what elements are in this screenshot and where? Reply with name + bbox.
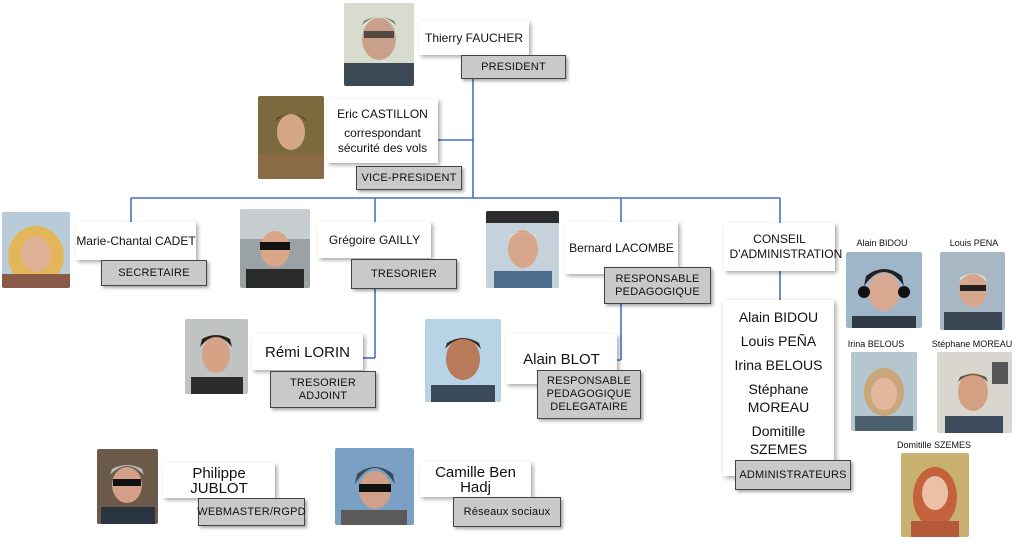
board-member: Stéphane MOREAU — [747, 381, 810, 415]
deputy-treasurer-role: TRESORIER ADJOINT — [290, 376, 356, 402]
webmaster-role: WEBMASTER/RGPD — [197, 505, 306, 518]
caption-stephane-moreau: Stéphane MOREAU — [931, 339, 1013, 349]
vice-president-note: correspondant sécurité des vols — [337, 125, 428, 155]
photo-social-media — [335, 448, 414, 525]
vice-president-card: Eric CASTILLON correspondant sécurité de… — [327, 99, 438, 163]
pedagogical-name: Bernard LACOMBE — [569, 240, 674, 255]
vice-president-name: Eric CASTILLON — [337, 106, 428, 121]
treasurer-name: Grégoire GAILLY — [328, 232, 421, 247]
photo-alain-bidou — [846, 252, 922, 328]
pedagogical-role: RESPONSABLE PEDAGOGIQUE — [615, 272, 700, 298]
delegate-pedagogical-role: RESPONSABLE PEDAGOGIQUE DELEGATAIRE — [546, 375, 632, 413]
delegate-pedagogical-role-tag: RESPONSABLE PEDAGOGIQUE DELEGATAIRE — [537, 370, 641, 419]
treasurer-role-tag: TRESORIER — [351, 259, 457, 289]
president-name-card: Thierry FAUCHER — [419, 21, 529, 55]
pedagogical-role-tag: RESPONSABLE PEDAGOGIQUE — [604, 267, 711, 304]
social-media-role: Réseaux sociaux — [463, 505, 551, 518]
secretary-role: SECRETAIRE — [118, 266, 190, 279]
vice-president-role: VICE-PRESIDENT — [361, 171, 457, 184]
board-member: Louis PEÑA — [740, 333, 817, 349]
social-media-role-tag: Réseaux sociaux — [453, 497, 561, 527]
secretary-name: Marie-Chantal CADET — [76, 233, 196, 248]
board-member: Domitille SZEMES — [749, 423, 808, 457]
webmaster-role-tag: WEBMASTER/RGPD — [197, 498, 306, 526]
board-role-tag: ADMINISTRATEURS — [735, 460, 851, 490]
photo-vice-president — [258, 96, 324, 179]
photo-treasurer — [240, 209, 310, 288]
photo-domitille-szemes — [901, 453, 969, 537]
photo-louis-pena — [940, 252, 1005, 330]
deputy-treasurer-name-card: Rémi LORIN — [252, 334, 363, 370]
caption-irina-belous: Irina BELOUS — [847, 339, 905, 349]
photo-delegate-pedagogical — [425, 319, 501, 402]
deputy-treasurer-role-tag: TRESORIER ADJOINT — [270, 371, 376, 408]
photo-deputy-treasurer — [185, 319, 248, 394]
secretary-name-card: Marie-Chantal CADET — [76, 222, 196, 260]
webmaster-name-card: Philippe JUBLOT — [163, 463, 275, 498]
treasurer-name-card: Grégoire GAILLY — [318, 222, 431, 258]
photo-webmaster — [97, 449, 158, 524]
caption-domitille-szemes: Domitille SZEMES — [896, 440, 971, 450]
caption-alain-bidou: Alain BIDOU — [856, 238, 908, 248]
social-media-name: Camille Ben Hadj — [435, 463, 516, 496]
deputy-treasurer-name: Rémi LORIN — [264, 343, 350, 361]
board-member: Irina BELOUS — [734, 357, 823, 373]
photo-president — [344, 3, 414, 86]
photo-pedagogical — [486, 211, 559, 288]
board-member: Alain BIDOU — [738, 309, 819, 325]
president-role: PRESIDENT — [481, 60, 546, 73]
social-media-name-card: Camille Ben Hadj — [420, 462, 531, 497]
board-members-list: Alain BIDOU Louis PEÑA Irina BELOUS Stép… — [723, 300, 834, 476]
photo-stephane-moreau — [937, 352, 1012, 433]
president-name: Thierry FAUCHER — [424, 30, 523, 45]
caption-louis-pena: Louis PENA — [949, 238, 999, 248]
photo-secretary — [2, 212, 70, 288]
vice-president-role-tag: VICE-PRESIDENT — [356, 166, 462, 190]
treasurer-role: TRESORIER — [371, 267, 437, 280]
board-role: ADMINISTRATEURS — [739, 468, 847, 481]
board-title: CONSEIL D'ADMINISTRATION — [729, 232, 843, 261]
board-title-card: CONSEIL D'ADMINISTRATION — [724, 223, 843, 271]
delegate-pedagogical-name: Alain BLOT — [523, 350, 600, 368]
photo-irina-belous — [851, 352, 917, 431]
secretary-role-tag: SECRETAIRE — [101, 260, 207, 286]
president-role-tag: PRESIDENT — [461, 55, 566, 79]
pedagogical-name-card: Bernard LACOMBE — [565, 222, 678, 274]
webmaster-name: Philippe JUBLOT — [190, 464, 248, 497]
